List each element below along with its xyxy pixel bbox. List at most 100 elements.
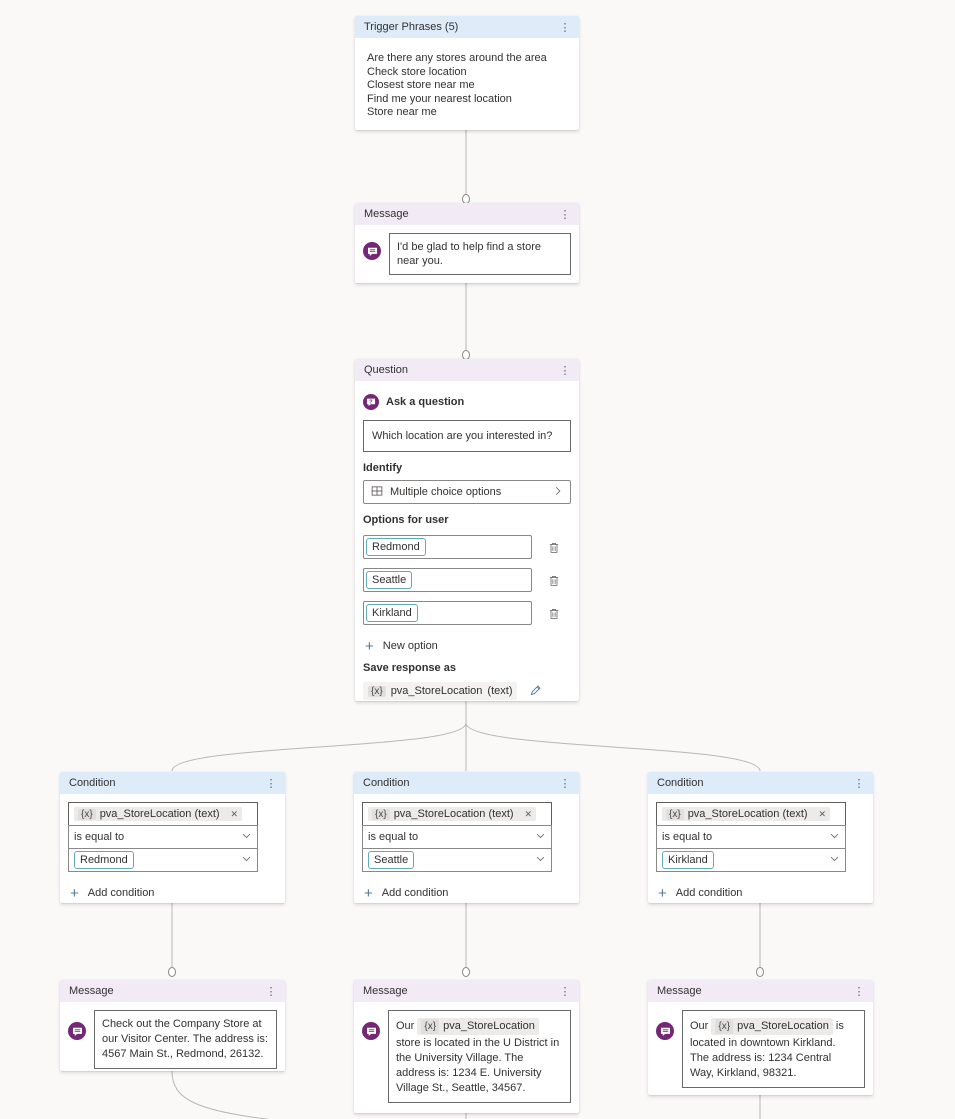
options-for-user-label: Options for user xyxy=(363,514,449,526)
node-header[interactable]: Message ⋮ xyxy=(648,980,873,1002)
condition-value-dropdown[interactable]: Seattle xyxy=(362,848,552,872)
kebab-menu-icon[interactable]: ⋮ xyxy=(559,364,571,377)
kebab-menu-icon[interactable]: ⋮ xyxy=(559,21,571,34)
identify-select[interactable]: Multiple choice options xyxy=(363,480,571,504)
kebab-menu-icon[interactable]: ⋮ xyxy=(265,777,277,790)
add-condition-label: Add condition xyxy=(381,887,449,899)
kebab-menu-icon[interactable]: ⋮ xyxy=(559,208,571,221)
condition-value-dropdown[interactable]: Redmond xyxy=(68,848,258,872)
operator-value: is equal to xyxy=(368,831,419,843)
condition-operator-dropdown[interactable]: is equal to xyxy=(68,825,258,849)
new-option-button[interactable]: + New option xyxy=(365,637,569,655)
node-header[interactable]: Message ⋮ xyxy=(60,980,285,1002)
remove-variable-icon[interactable]: ✕ xyxy=(818,808,827,819)
condition-value-chip[interactable]: Redmond xyxy=(74,851,134,869)
connector-node-circle xyxy=(168,967,176,977)
variable-type: (text) xyxy=(487,685,513,697)
trigger-phrase: Closest store near me xyxy=(367,79,475,91)
question-node[interactable]: Question ⋮ ? Ask a question Which locati… xyxy=(355,359,579,701)
message-text-box[interactable]: I'd be glad to help find a store near yo… xyxy=(389,233,571,275)
save-response-as-label: Save response as xyxy=(363,662,456,674)
node-header[interactable]: Condition ⋮ xyxy=(354,772,579,794)
node-header[interactable]: Condition ⋮ xyxy=(60,772,285,794)
node-header[interactable]: Condition ⋮ xyxy=(648,772,873,794)
option-input[interactable]: Kirkland xyxy=(363,601,532,625)
condition-variable-box[interactable]: {x} pva_StoreLocation (text) ✕ xyxy=(656,802,846,826)
condition-value-dropdown[interactable]: Kirkland xyxy=(656,848,846,872)
message-text-box[interactable]: Check out the Company Store at our Visit… xyxy=(94,1010,277,1069)
node-header[interactable]: Question ⋮ xyxy=(355,359,579,381)
option-input[interactable]: Seattle xyxy=(363,568,532,592)
delete-option-icon[interactable] xyxy=(548,574,560,587)
variable-name: pva_StoreLocation (text) xyxy=(393,808,514,820)
variable-chip[interactable]: {x} pva_StoreLocation (text) ✕ xyxy=(74,807,243,821)
node-title: Question xyxy=(364,364,409,376)
variable-x-icon: {x} xyxy=(78,808,96,820)
variable-chip[interactable]: {x}pva_StoreLocation xyxy=(711,1018,833,1035)
option-input[interactable]: Redmond xyxy=(363,535,532,559)
condition-node-redmond[interactable]: Condition ⋮ {x} pva_StoreLocation (text)… xyxy=(60,772,285,903)
chevron-right-icon xyxy=(553,486,563,499)
delete-option-icon[interactable] xyxy=(548,607,560,620)
question-text-box[interactable]: Which location are you interested in? xyxy=(363,420,571,452)
kebab-menu-icon[interactable]: ⋮ xyxy=(853,985,865,998)
condition-node-seattle[interactable]: Condition ⋮ {x} pva_StoreLocation (text)… xyxy=(354,772,579,903)
add-condition-button[interactable]: + Add condition xyxy=(364,886,569,901)
variable-chip[interactable]: {x} pva_StoreLocation (text) ✕ xyxy=(368,807,537,821)
condition-node-kirkland[interactable]: Condition ⋮ {x} pva_StoreLocation (text)… xyxy=(648,772,873,903)
multiple-choice-icon xyxy=(371,485,383,500)
condition-variable-box[interactable]: {x} pva_StoreLocation (text) ✕ xyxy=(362,802,552,826)
operator-value: is equal to xyxy=(74,831,125,843)
message-node-seattle[interactable]: Message ⋮ Our {x}pva_StoreLocation store… xyxy=(354,980,579,1113)
plus-icon: + xyxy=(365,637,374,655)
edit-variable-icon[interactable] xyxy=(529,684,542,697)
plus-icon: + xyxy=(658,884,667,902)
condition-value-chip[interactable]: Seattle xyxy=(368,851,415,869)
message-bubble-icon xyxy=(68,1022,86,1040)
trigger-phrases-node[interactable]: Trigger Phrases (5) ⋮ Are there any stor… xyxy=(355,16,579,130)
node-header[interactable]: Message ⋮ xyxy=(355,203,579,225)
option-chip[interactable]: Seattle xyxy=(366,571,413,589)
identify-value: Multiple choice options xyxy=(390,486,502,498)
response-variable-pill[interactable]: {x} pva_StoreLocation (text) xyxy=(363,682,518,700)
message-text-box[interactable]: Our {x}pva_StoreLocation is located in d… xyxy=(682,1010,865,1088)
node-header[interactable]: Message ⋮ xyxy=(354,980,579,1002)
delete-option-icon[interactable] xyxy=(548,541,560,554)
chevron-down-icon xyxy=(535,830,546,844)
kebab-menu-icon[interactable]: ⋮ xyxy=(853,777,865,790)
variable-chip[interactable]: {x} pva_StoreLocation (text) ✕ xyxy=(662,807,831,821)
remove-variable-icon[interactable]: ✕ xyxy=(230,808,239,819)
variable-name: pva_StoreLocation (text) xyxy=(687,808,808,820)
condition-variable-box[interactable]: {x} pva_StoreLocation (text) ✕ xyxy=(68,802,258,826)
message-text-post: store is located in the U District in th… xyxy=(396,1037,560,1094)
add-condition-button[interactable]: + Add condition xyxy=(70,884,275,902)
variable-name: pva_StoreLocation (text) xyxy=(99,808,220,820)
plus-icon: + xyxy=(70,884,79,902)
message-bubble-icon xyxy=(363,242,381,260)
add-condition-button[interactable]: + Add condition xyxy=(658,884,863,902)
condition-value-chip[interactable]: Kirkland xyxy=(662,851,714,869)
condition-operator-dropdown[interactable]: is equal to xyxy=(362,825,552,849)
kebab-menu-icon[interactable]: ⋮ xyxy=(559,985,571,998)
message-node-kirkland[interactable]: Message ⋮ Our {x}pva_StoreLocation is lo… xyxy=(648,980,873,1095)
option-chip[interactable]: Kirkland xyxy=(366,604,418,622)
chevron-down-icon xyxy=(241,830,252,844)
message-text-box[interactable]: Our {x}pva_StoreLocation store is locate… xyxy=(388,1010,571,1103)
kebab-menu-icon[interactable]: ⋮ xyxy=(265,985,277,998)
new-option-label: New option xyxy=(382,640,438,652)
kebab-menu-icon[interactable]: ⋮ xyxy=(559,777,571,790)
option-row: Redmond xyxy=(363,535,571,559)
variable-x-icon: {x} xyxy=(666,808,684,820)
node-header[interactable]: Trigger Phrases (5) ⋮ xyxy=(355,16,579,38)
option-chip[interactable]: Redmond xyxy=(366,538,426,556)
variable-name: pva_StoreLocation xyxy=(443,1020,535,1032)
variable-x-icon: {x} xyxy=(368,685,386,697)
condition-operator-dropdown[interactable]: is equal to xyxy=(656,825,846,849)
variable-x-icon: {x} xyxy=(421,1019,440,1034)
trigger-phrase: Check store location xyxy=(367,65,467,78)
variable-chip[interactable]: {x}pva_StoreLocation xyxy=(417,1018,539,1035)
svg-text:?: ? xyxy=(369,399,373,405)
message-node-intro[interactable]: Message ⋮ I'd be glad to help find a sto… xyxy=(355,203,579,283)
remove-variable-icon[interactable]: ✕ xyxy=(524,808,533,819)
message-node-redmond[interactable]: Message ⋮ Check out the Company Store at… xyxy=(60,980,285,1071)
